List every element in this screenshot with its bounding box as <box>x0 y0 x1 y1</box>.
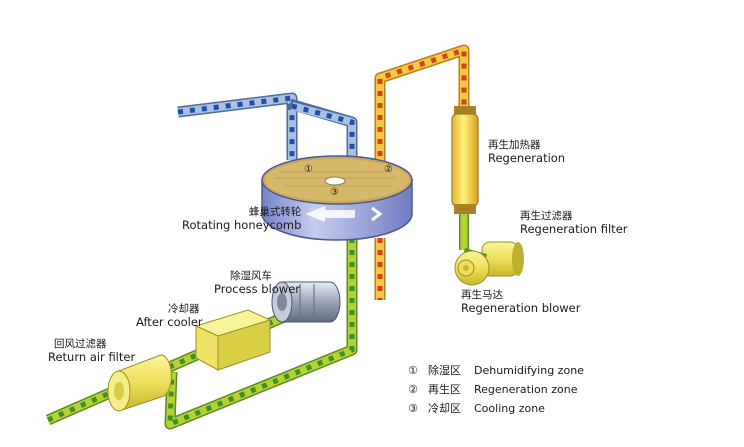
legend-en: Dehumidifying zone <box>474 364 584 377</box>
regeneration-heater <box>451 106 479 214</box>
legend-row: ③ 冷却区 Cooling zone <box>408 399 584 418</box>
regen-blower-label-zh: 再生马达 <box>461 289 503 301</box>
return-filter-label: 回风过滤器 Return air filter <box>48 338 135 364</box>
legend-en: Cooling zone <box>474 402 545 415</box>
zone-marker-2: ② <box>384 164 393 175</box>
process-blower-label: 除湿风车 Process blower <box>214 270 300 296</box>
legend-number: ② <box>408 383 418 396</box>
legend-number: ③ <box>408 402 418 415</box>
regeneration-blower <box>454 248 490 286</box>
zone-marker-3: ③ <box>330 187 339 198</box>
heater-label-en: Regeneration <box>488 151 566 165</box>
rotating-honeycomb-wheel <box>261 155 413 241</box>
return-air-filter <box>107 354 172 412</box>
wheel-label-zh: 蜂巢式转轮 <box>248 206 302 218</box>
regen-filter-label-en: Regeneration filter <box>520 222 628 236</box>
legend-row: ① 除湿区 Dehumidifying zone <box>408 361 584 380</box>
after-cooler <box>194 309 272 371</box>
process-blower-label-en: Process blower <box>214 282 301 296</box>
regen-blower-label: 再生马达 Regeneration blower <box>461 289 581 315</box>
wheel-label-en: Rotating honeycomb <box>182 218 302 232</box>
zone-marker-1: ① <box>304 164 313 175</box>
legend-zh: 冷却区 <box>428 402 461 415</box>
wheel-label: 蜂巢式转轮 Rotating honeycomb <box>182 206 301 232</box>
regen-blower-label-en: Regeneration blower <box>461 301 581 315</box>
process-blower-label-zh: 除湿风车 <box>230 270 272 282</box>
regen-filter-label: 再生过滤器 Regeneration filter <box>520 210 628 236</box>
regen-filter-label-zh: 再生过滤器 <box>520 210 573 222</box>
zone-legend: ① 除湿区 Dehumidifying zone ② 再生区 Regeneration … <box>408 361 584 418</box>
dry-air-duct <box>177 92 358 165</box>
regeneration-air-duct <box>374 44 470 300</box>
legend-number: ① <box>408 364 418 377</box>
legend-zh: 除湿区 <box>428 364 461 377</box>
after-cooler-label: 冷却器 After cooler <box>136 303 203 329</box>
return-filter-label-zh: 回风过滤器 <box>54 338 107 350</box>
heater-label: 再生加热器 Regeneration <box>488 139 565 165</box>
regeneration-filter <box>481 241 524 277</box>
process-blower <box>271 281 341 323</box>
legend-en: Regeneration zone <box>474 383 578 396</box>
legend-zh: 再生区 <box>428 383 461 396</box>
after-cooler-label-en: After cooler <box>136 315 203 329</box>
heater-label-zh: 再生加热器 <box>488 139 541 151</box>
return-filter-label-en: Return air filter <box>48 350 136 364</box>
legend-row: ② 再生区 Regeneration zone <box>408 380 584 399</box>
after-cooler-label-zh: 冷却器 <box>168 303 200 315</box>
